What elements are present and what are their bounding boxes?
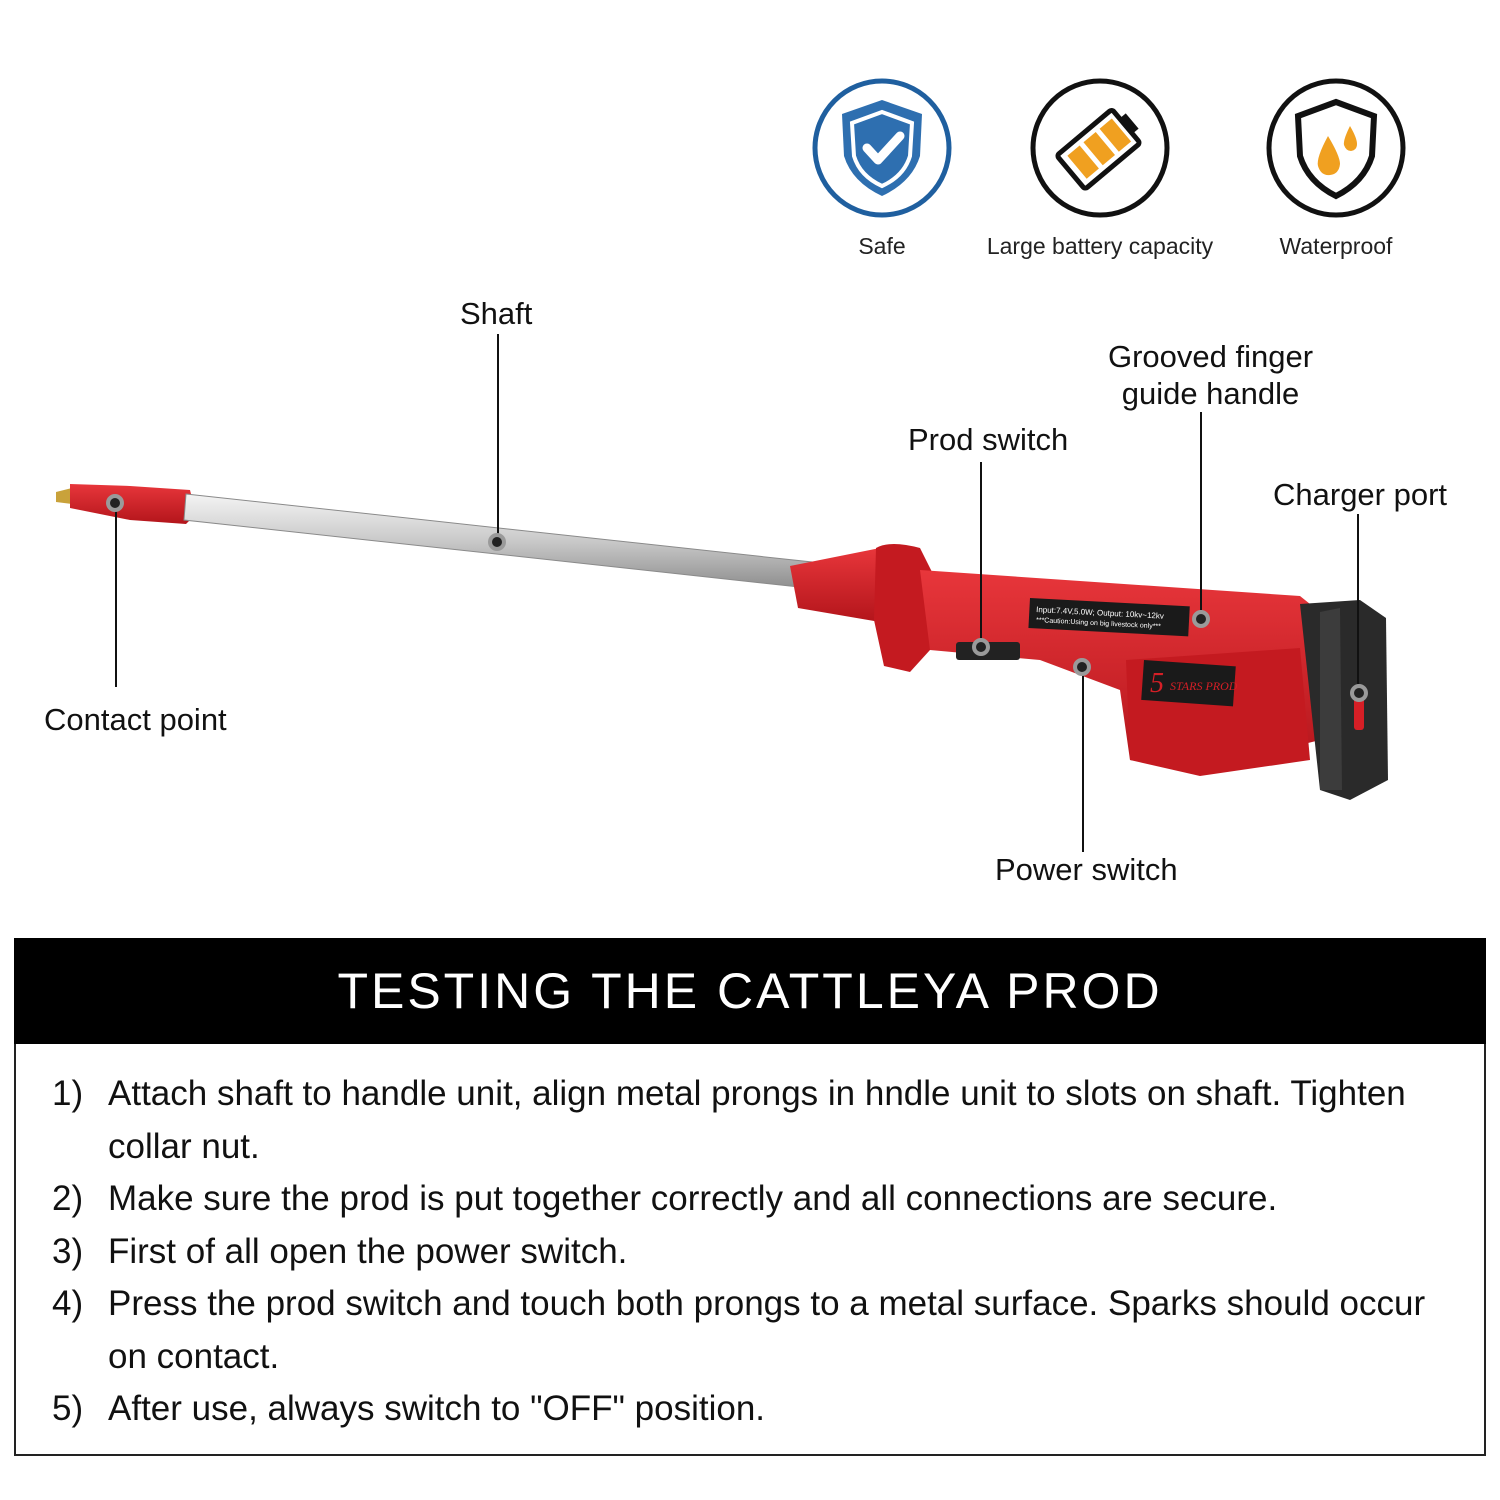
callout-prod-switch: Prod switch: [908, 422, 1069, 457]
waterproof-shield-icon: [1266, 78, 1406, 218]
feature-label: Safe: [858, 233, 906, 259]
marker-dot: [1192, 610, 1210, 628]
step-item: 5) After use, always switch to "OFF" pos…: [52, 1383, 1484, 1436]
feature-safe: Safe: [752, 78, 1012, 260]
step-number: 5): [52, 1389, 84, 1428]
marker-dot: [972, 638, 990, 656]
callout-charger-port: Charger port: [1273, 477, 1448, 512]
marker-dot: [488, 533, 506, 551]
callout-grooved-handle-line1: Grooved finger: [1107, 339, 1314, 374]
step-item: 1) Attach shaft to handle unit, align me…: [52, 1068, 1484, 1173]
steps-list: 1) Attach shaft to handle unit, align me…: [16, 1044, 1484, 1436]
step-text: Make sure the prod is put together corre…: [108, 1179, 1278, 1218]
section-banner: TESTING THE CATTLEYA PROD: [14, 938, 1486, 1044]
instructions-box: 1) Attach shaft to handle unit, align me…: [14, 1044, 1486, 1456]
feature-label: Large battery capacity: [986, 233, 1214, 259]
cattle-prod-illustration: Input:7.4V,5.0W; Output: 10kv~12kv ***Ca…: [56, 484, 1388, 800]
callout-contact-point: Contact point: [44, 702, 227, 737]
handle-unit: Input:7.4V,5.0W; Output: 10kv~12kv ***Ca…: [874, 544, 1388, 800]
collar-nut: [790, 548, 880, 622]
callout-shaft: Shaft: [460, 296, 533, 331]
marker-dot: [1073, 658, 1091, 676]
feature-label: Waterproof: [1279, 233, 1393, 259]
callout-grooved-handle-line2: guide handle: [1121, 376, 1300, 411]
leader-line: [115, 505, 117, 687]
feature-battery: Large battery capacity: [970, 78, 1230, 260]
brand-number: 5: [1150, 668, 1164, 699]
step-text: First of all open the power switch.: [108, 1231, 628, 1271]
marker-dot: [1350, 684, 1368, 702]
leader-line: [497, 334, 499, 544]
step-number: 2): [52, 1179, 84, 1218]
step-item: 4) Press the prod switch and touch both …: [52, 1278, 1484, 1383]
step-number: 4): [52, 1284, 84, 1323]
banner-title: TESTING THE CATTLEYA PROD: [337, 963, 1163, 1019]
step-item: 3) First of all open the power switch.: [52, 1226, 1484, 1279]
callout-power-switch: Power switch: [995, 852, 1178, 887]
leader-line: [980, 462, 982, 640]
prod-tip: [56, 484, 196, 524]
leader-line: [1200, 412, 1202, 610]
feature-waterproof: Waterproof: [1206, 78, 1466, 260]
battery-icon: [1030, 78, 1170, 218]
marker-dot: [106, 494, 124, 512]
step-text: Attach shaft to handle unit, align metal…: [108, 1074, 1406, 1166]
step-number: 1): [52, 1074, 84, 1113]
step-text: After use, always switch to "OFF" positi…: [108, 1389, 766, 1428]
brand-text: STARS PROD: [1170, 679, 1238, 693]
step-item: 2) Make sure the prod is put together co…: [52, 1173, 1484, 1226]
step-text: Press the prod switch and touch both pro…: [108, 1284, 1426, 1376]
callout-grooved-handle: Grooved finger guide handle: [1098, 338, 1323, 412]
leader-line: [1082, 668, 1084, 852]
shield-check-icon: [812, 78, 952, 218]
step-number: 3): [52, 1231, 84, 1271]
leader-line: [1357, 514, 1359, 684]
